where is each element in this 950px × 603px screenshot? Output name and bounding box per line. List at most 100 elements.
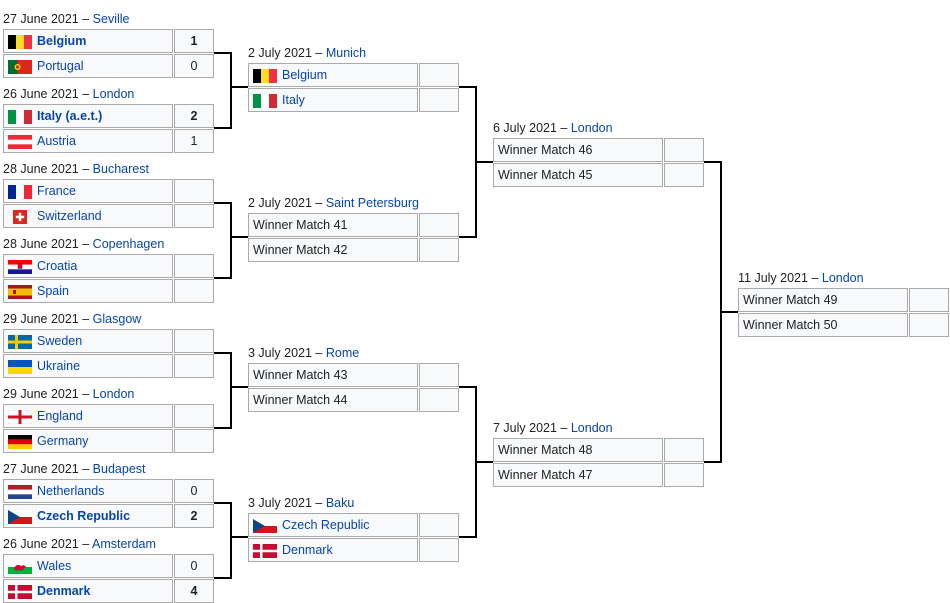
venue-link[interactable]: Glasgow <box>92 312 142 326</box>
match-date: 26 June 2021 <box>3 87 79 101</box>
match-header: 11 July 2021 – London <box>738 269 864 287</box>
score-cell <box>909 288 949 312</box>
score-cell <box>174 254 214 278</box>
team-name[interactable]: France <box>37 184 76 198</box>
team-name[interactable]: England <box>37 409 83 423</box>
austria-flag-icon <box>8 135 32 149</box>
venue-link[interactable]: Bucharest <box>92 162 149 176</box>
team-name[interactable]: Portugal <box>37 59 84 73</box>
bracket-connector <box>214 202 231 204</box>
score-cell <box>174 329 214 353</box>
team-name[interactable]: Ukraine <box>37 359 81 373</box>
team-cell: Austria <box>3 129 173 153</box>
bracket-connector <box>459 536 476 538</box>
team-row: Italy (a.e.t.)2 <box>3 104 214 128</box>
team-cell: Netherlands <box>3 479 173 503</box>
score-cell <box>419 363 459 387</box>
date-venue-separator: – <box>807 271 822 285</box>
date-venue-separator: – <box>311 196 326 210</box>
venue-link[interactable]: Saint Petersburg <box>325 196 419 210</box>
match-date: 3 July 2021 <box>248 346 312 360</box>
team-row: Winner Match 48 <box>493 438 704 462</box>
team-name[interactable]: Czech Republic <box>37 509 131 523</box>
team-cell: Winner Match 41 <box>248 213 418 237</box>
bracket-connector <box>459 386 476 388</box>
team-row: Denmark 4 <box>3 579 214 603</box>
bracket-connector <box>459 86 476 88</box>
match-header: 29 June 2021 – Glasgow <box>3 310 141 328</box>
team-name[interactable]: Italy <box>282 93 305 107</box>
team-name[interactable]: Italy (a.e.t.) <box>37 109 103 123</box>
team-name[interactable]: Czech Republic <box>282 518 370 532</box>
italy-flag-icon <box>8 110 32 124</box>
venue-link[interactable]: London <box>570 421 613 435</box>
score-cell <box>419 513 459 537</box>
match-header: 3 July 2021 – Baku <box>248 494 354 512</box>
netherlands-flag-icon <box>8 485 32 499</box>
england-flag-icon <box>8 410 32 424</box>
team-name: Winner Match 47 <box>498 468 593 482</box>
team-name: Winner Match 48 <box>498 443 593 457</box>
date-venue-separator: – <box>556 421 571 435</box>
date-venue-separator: – <box>78 387 93 401</box>
score-cell: 1 <box>174 29 214 53</box>
team-name[interactable]: Netherlands <box>37 484 105 498</box>
score-cell: 4 <box>174 579 214 603</box>
switzerland-flag-icon <box>8 210 32 224</box>
match-header: 28 June 2021 – Copenhagen <box>3 235 164 253</box>
match-header: 6 July 2021 – London <box>493 119 613 137</box>
team-row: Winner Match 49 <box>738 288 949 312</box>
team-name[interactable]: Sweden <box>37 334 83 348</box>
score-cell: 0 <box>174 479 214 503</box>
venue-link[interactable]: London <box>570 121 613 135</box>
score-cell <box>909 313 949 337</box>
venue-link[interactable]: Budapest <box>92 462 146 476</box>
czech-flag-icon <box>8 510 32 524</box>
score-cell <box>664 138 704 162</box>
team-row: Sweden <box>3 329 214 353</box>
venue-link[interactable]: Seville <box>92 12 130 26</box>
venue-link[interactable]: London <box>92 87 135 101</box>
team-name[interactable]: Denmark <box>282 543 333 557</box>
venue-link[interactable]: Munich <box>325 46 367 60</box>
date-venue-separator: – <box>78 237 93 251</box>
venue-link[interactable]: Copenhagen <box>92 237 165 251</box>
bracket-connector <box>231 86 248 88</box>
team-name[interactable]: Croatia <box>37 259 78 273</box>
bracket-connector <box>476 161 493 163</box>
croatia-flag-icon <box>8 260 32 274</box>
venue-link[interactable]: Rome <box>325 346 360 360</box>
date-venue-separator: – <box>78 12 93 26</box>
team-name: Winner Match 41 <box>253 218 348 232</box>
venue-link[interactable]: London <box>821 271 864 285</box>
team-name[interactable]: Wales <box>37 559 72 573</box>
match-date: 27 June 2021 <box>3 12 79 26</box>
bracket-connector <box>214 427 231 429</box>
team-name[interactable]: Switzerland <box>37 209 102 223</box>
score-cell: 2 <box>174 504 214 528</box>
team-name[interactable]: Denmark <box>37 584 91 598</box>
match-header: 26 June 2021 – Amsterdam <box>3 535 156 553</box>
bracket-connector <box>231 236 248 238</box>
match-header: 27 June 2021 – Budapest <box>3 460 146 478</box>
team-row: Italy <box>248 88 459 112</box>
team-name: Winner Match 43 <box>253 368 348 382</box>
team-name[interactable]: Spain <box>37 284 69 298</box>
venue-link[interactable]: London <box>92 387 135 401</box>
team-name[interactable]: Belgium <box>282 68 328 82</box>
team-row: Switzerland <box>3 204 214 228</box>
team-row: England <box>3 404 214 428</box>
bracket-connector <box>704 161 721 163</box>
team-cell: Czech Republic <box>3 504 173 528</box>
team-row: Spain <box>3 279 214 303</box>
venue-link[interactable]: Amsterdam <box>91 537 156 551</box>
team-name[interactable]: Austria <box>37 134 76 148</box>
wales-flag-icon <box>8 560 32 574</box>
team-cell: Belgium <box>3 29 173 53</box>
team-cell: Winner Match 45 <box>493 163 663 187</box>
team-row: Belgium 1 <box>3 29 214 53</box>
team-name[interactable]: Germany <box>37 434 89 448</box>
venue-link[interactable]: Baku <box>325 496 355 510</box>
bracket-connector <box>459 236 476 238</box>
team-name[interactable]: Belgium <box>37 34 87 48</box>
